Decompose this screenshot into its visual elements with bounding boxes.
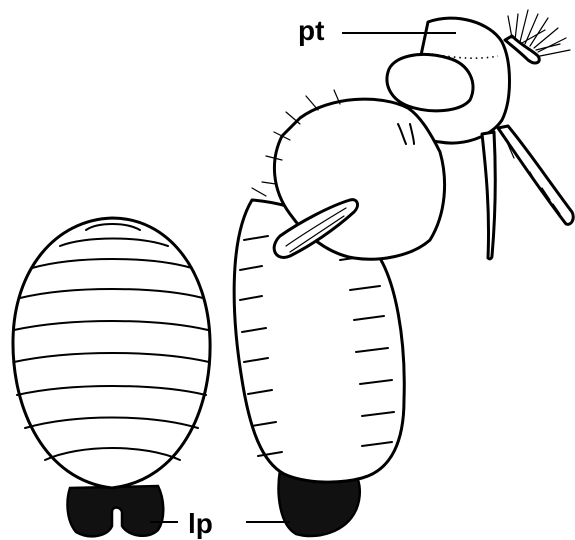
antenna bbox=[505, 10, 570, 63]
mouthpart-right bbox=[498, 126, 573, 224]
mouthpart-left bbox=[482, 132, 495, 259]
label-lp: lp bbox=[188, 508, 213, 539]
lateral-animal bbox=[234, 10, 573, 536]
dorsal-lobes bbox=[68, 486, 164, 536]
label-lp-group: lp bbox=[150, 508, 290, 539]
compound-eye bbox=[387, 54, 473, 110]
dorsal-abdomen bbox=[13, 218, 210, 536]
label-pt: pt bbox=[298, 15, 324, 46]
